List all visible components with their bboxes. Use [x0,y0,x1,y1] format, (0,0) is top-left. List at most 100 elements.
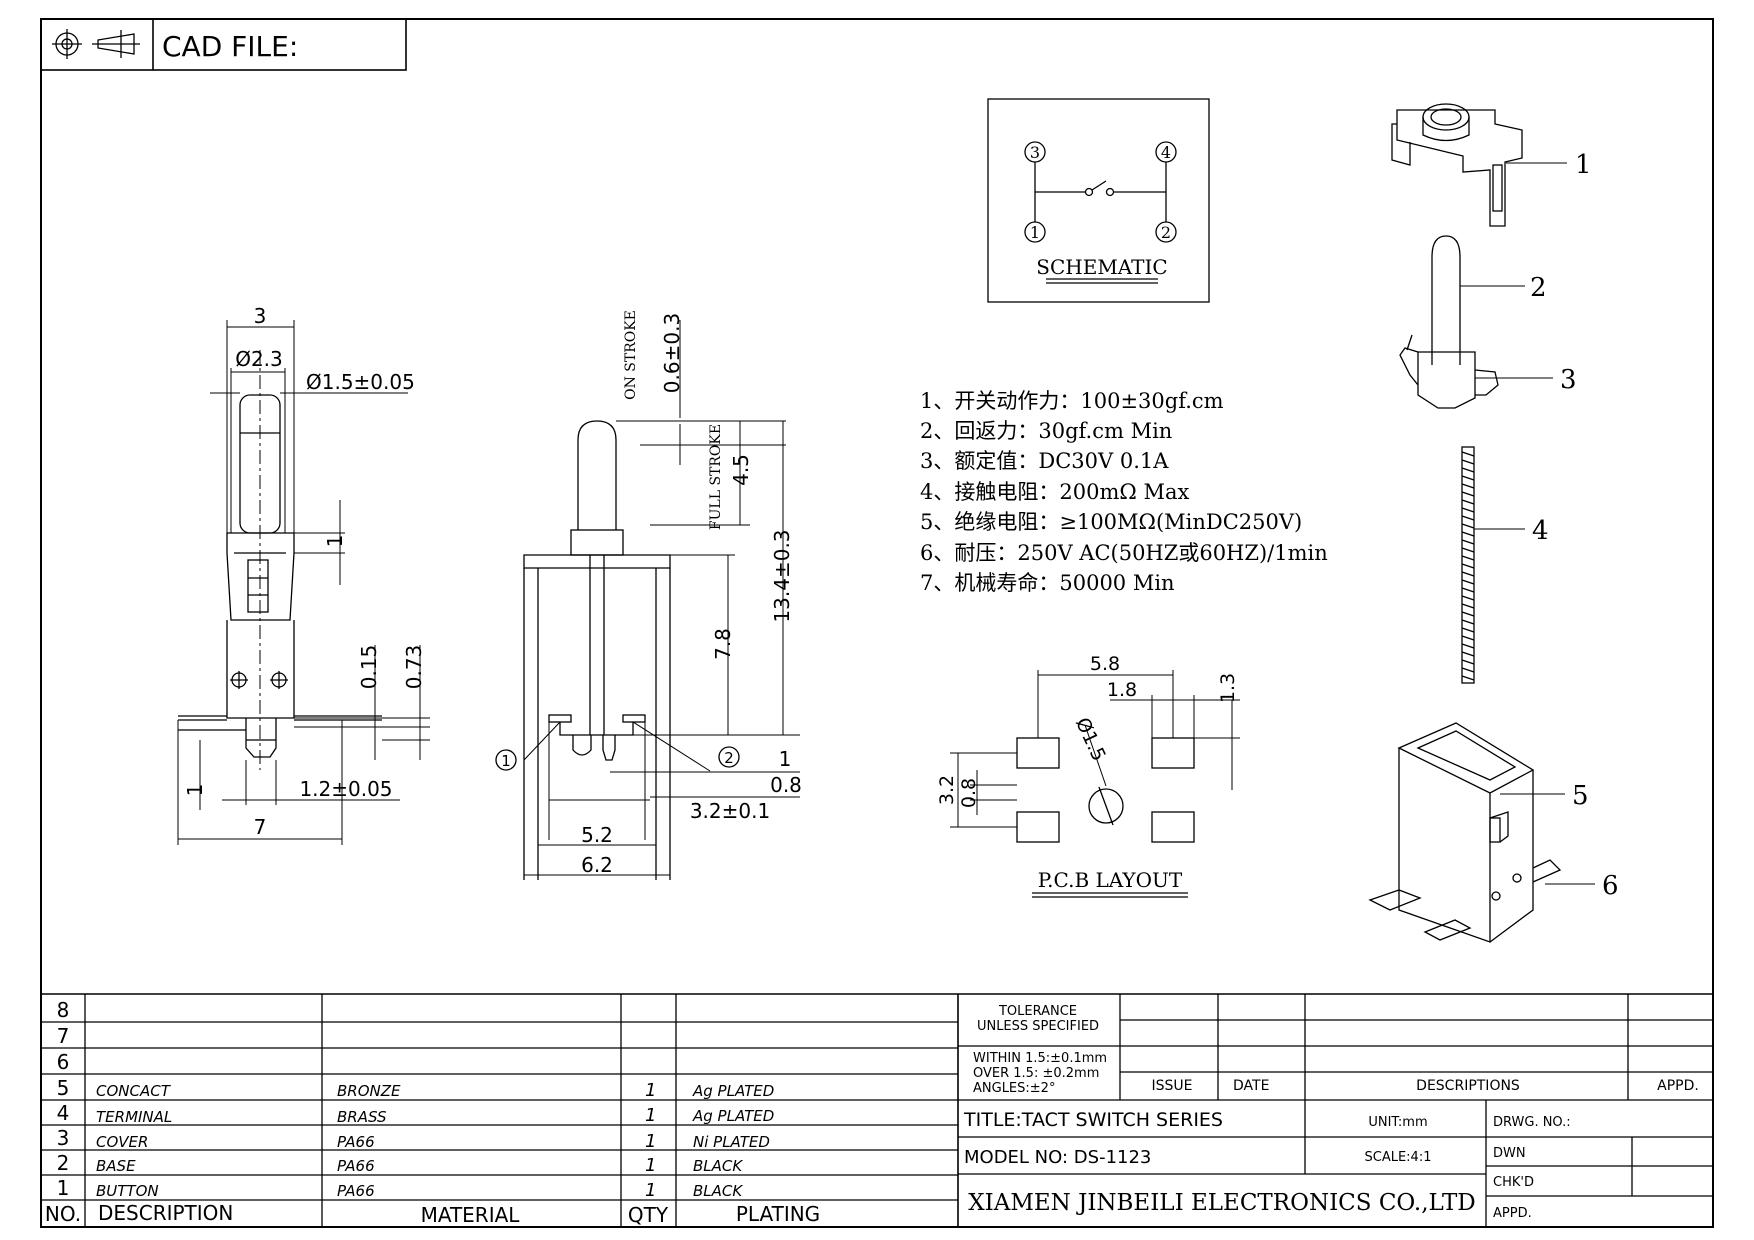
front-dim-0-6: 0.6±0.3 [660,313,684,393]
callout-2: 2 [1530,273,1547,303]
callout-1: 1 [1575,150,1592,180]
pcb-dim-3-2: 3.2 [936,775,958,805]
spec-item-3: 3、额定值：DC30V 0.1A [920,449,1169,473]
front-dim-13-4: 13.4±0.3 [770,529,794,622]
bom-header-qty: QTY [628,1203,669,1227]
tolerance-within: WITHIN 1.5:±0.1mm [973,1051,1107,1066]
bom-row-1-material: PA66 [337,1182,375,1200]
side-dim-d1-5: Ø1.5±0.05 [306,370,415,394]
spec-list: 1、开关动作力：100±30gf.cm 2、回返力：30gf.cm Min 3、… [920,389,1328,595]
side-dim-0-73: 0.73 [402,645,426,690]
bom-row-8-no: 8 [57,998,70,1022]
callout-6: 6 [1602,871,1619,901]
side-dim-1-bottom: 1 [183,784,207,797]
company-name: XIAMEN JINBEILI ELECTRONICS CO.,LTD [968,1190,1475,1216]
schematic-pin-4: 4 [1161,143,1171,162]
front-dim-0-8: 0.8 [770,773,802,797]
bom-row-1-plating: BLACK [693,1182,743,1200]
projection-symbol-icon [52,29,140,59]
side-dim-7: 7 [254,815,267,839]
bom-table: 8 7 6 5 4 3 2 1 CONCACT TERMINAL COVER B… [41,993,959,1227]
schematic-pin-2: 2 [1161,223,1171,242]
bom-row-5-plating: Ag PLATED [692,1082,774,1100]
spec-item-2: 2、回返力：30gf.cm Min [920,419,1172,443]
spec-item-5: 5、绝缘电阻：≥100MΩ(MinDC250V) [920,510,1302,534]
front-dim-1: 1 [779,747,792,771]
tolerance-title-2: UNLESS SPECIFIED [977,1019,1099,1034]
part-1-drawing [1391,103,1523,227]
pcb-dim-0-8: 0.8 [958,778,980,808]
bom-row-6-no: 6 [57,1050,70,1074]
rev-header-appd: APPD. [1657,1078,1699,1094]
pcb-dim-5-8: 5.8 [1090,653,1120,675]
pcb-title: P.C.B LAYOUT [1038,868,1183,892]
header-box: CAD FILE: [40,18,407,71]
bom-row-3-no: 3 [57,1126,70,1150]
part-4-spring-drawing [1461,446,1475,684]
bom-row-2-description: BASE [96,1157,136,1175]
pcb-dim-1-3: 1.3 [1217,673,1239,703]
tolerance-angles: ANGLES:±2° [973,1081,1055,1096]
bom-row-4-material: BRASS [337,1108,387,1126]
spec-item-4: 4、接触电阻：200mΩ Max [920,480,1189,504]
bom-row-2-no: 2 [57,1151,70,1175]
bom-row-3-material: PA66 [337,1133,375,1151]
spec-item-7: 7、机械寿命：50000 Min [920,571,1175,595]
bom-row-5-qty: 1 [645,1080,656,1101]
bom-row-5-material: BRONZE [337,1082,401,1100]
bom-row-2-qty: 1 [645,1155,656,1176]
on-stroke-label: ON STROKE [623,310,639,400]
front-dim-3-2: 3.2±0.1 [690,799,770,823]
part-5-base-drawing [1368,722,1562,943]
front-dim-5-2: 5.2 [581,823,613,847]
schematic-diagram: 3 4 1 2 SCHEMATIC [987,98,1210,303]
chkd-label: CHK'D [1493,1175,1534,1190]
exploded-parts-view: 1 2 3 4 5 6 [1368,103,1619,943]
bom-row-3-description: COVER [96,1133,148,1151]
bom-header-plating: PLATING [736,1202,820,1226]
schematic-pin-3: 3 [1030,143,1040,162]
full-stroke-label: FULL STROKE [708,424,724,530]
cad-file-label: CAD FILE: [162,30,298,63]
title-block: TOLERANCE UNLESS SPECIFIED WITHIN 1.5:±0… [958,993,1713,1227]
bom-row-7-no: 7 [57,1024,70,1048]
side-dim-1-top: 1 [323,535,347,548]
callout-4: 4 [1532,516,1549,546]
bom-row-1-description: BUTTON [96,1182,159,1200]
front-dim-7-8: 7.8 [711,628,735,660]
bom-row-4-no: 4 [57,1101,70,1125]
appd-label: APPD. [1493,1206,1532,1221]
bom-row-4-qty: 1 [645,1105,656,1126]
pcb-layout: 5.8 1.8 1.3 Ø1.5 3.2 0.8 P.C.B LAYOUT [936,653,1240,898]
dwn-label: DWN [1493,1146,1526,1161]
bom-row-5-no: 5 [57,1076,70,1100]
scale-label: SCALE:4:1 [1365,1150,1432,1165]
spec-item-1: 1、开关动作力：100±30gf.cm [920,389,1224,413]
callout-5: 5 [1572,781,1589,811]
bom-row-4-plating: Ag PLATED [692,1107,774,1125]
pcb-dim-hole: Ø1.5 [1071,714,1110,764]
rev-header-issue: ISSUE [1152,1078,1193,1094]
rev-header-descriptions: DESCRIPTIONS [1416,1078,1520,1094]
side-dim-0-15: 0.15 [357,645,381,690]
front-marker-1: 1 [501,752,511,770]
schematic-pin-1: 1 [1030,223,1040,242]
bom-header-description: DESCRIPTION [98,1201,233,1225]
bom-row-2-material: PA66 [337,1157,375,1175]
tolerance-title-1: TOLERANCE [998,1004,1077,1019]
side-dim-1-2: 1.2±0.05 [299,777,392,801]
bom-row-3-plating: Ni PLATED [693,1133,770,1151]
front-dim-6-2: 6.2 [581,853,613,877]
bom-header-no: NO. [45,1202,81,1226]
spec-item-6: 6、耐压：250V AC(50HZ或60HZ)/1min [920,541,1328,565]
drwg-no-label: DRWG. NO.: [1493,1115,1571,1130]
model-number: MODEL NO: DS-1123 [964,1147,1151,1168]
schematic-title: SCHEMATIC [1036,255,1167,279]
bom-row-2-plating: BLACK [693,1157,743,1175]
side-dim-d2-3: Ø2.3 [235,347,283,371]
bom-row-4-description: TERMINAL [96,1108,172,1126]
drawing-title: TITLE:TACT SWITCH SERIES [963,1109,1223,1131]
front-dim-4-5: 4.5 [729,454,753,486]
front-marker-2: 2 [724,749,734,767]
